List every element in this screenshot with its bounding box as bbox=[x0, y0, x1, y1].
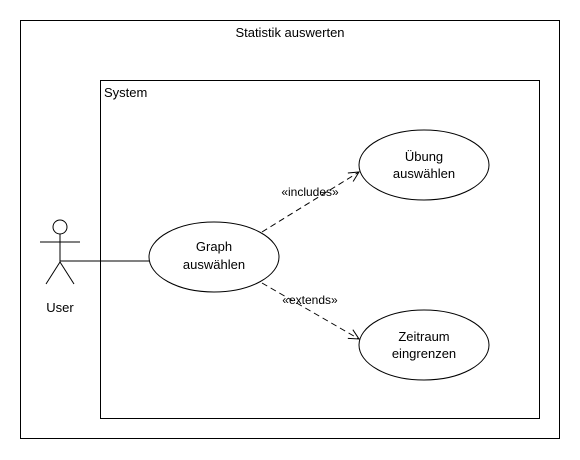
use-case-zeitraum-line1: Zeitraum bbox=[398, 329, 449, 344]
use-case-uebung-line2: auswählen bbox=[393, 166, 455, 181]
includes-label: «includes» bbox=[281, 185, 339, 199]
actor-name: User bbox=[46, 300, 74, 315]
actor-leg-left bbox=[45, 261, 61, 285]
use-case-uebung bbox=[358, 129, 490, 201]
extends-arrow bbox=[261, 282, 359, 339]
actor-leg-right bbox=[59, 261, 75, 285]
use-case-zeitraum-line2: eingrenzen bbox=[392, 346, 456, 361]
use-case-graph-line2: auswählen bbox=[183, 257, 245, 272]
system-boundary bbox=[100, 80, 540, 419]
includes-arrow bbox=[261, 172, 359, 233]
use-case-zeitraum bbox=[358, 309, 490, 381]
system-label: System bbox=[104, 85, 147, 100]
extends-label: «extends» bbox=[282, 293, 338, 307]
use-case-graph-line1: Graph bbox=[196, 239, 232, 254]
use-case-uebung-line1: Übung bbox=[405, 149, 443, 164]
actor-head bbox=[52, 219, 68, 235]
actor-user bbox=[40, 219, 80, 285]
use-case-graph bbox=[148, 221, 280, 293]
outer-frame bbox=[20, 20, 560, 439]
frame-title: Statistik auswerten bbox=[235, 25, 344, 40]
